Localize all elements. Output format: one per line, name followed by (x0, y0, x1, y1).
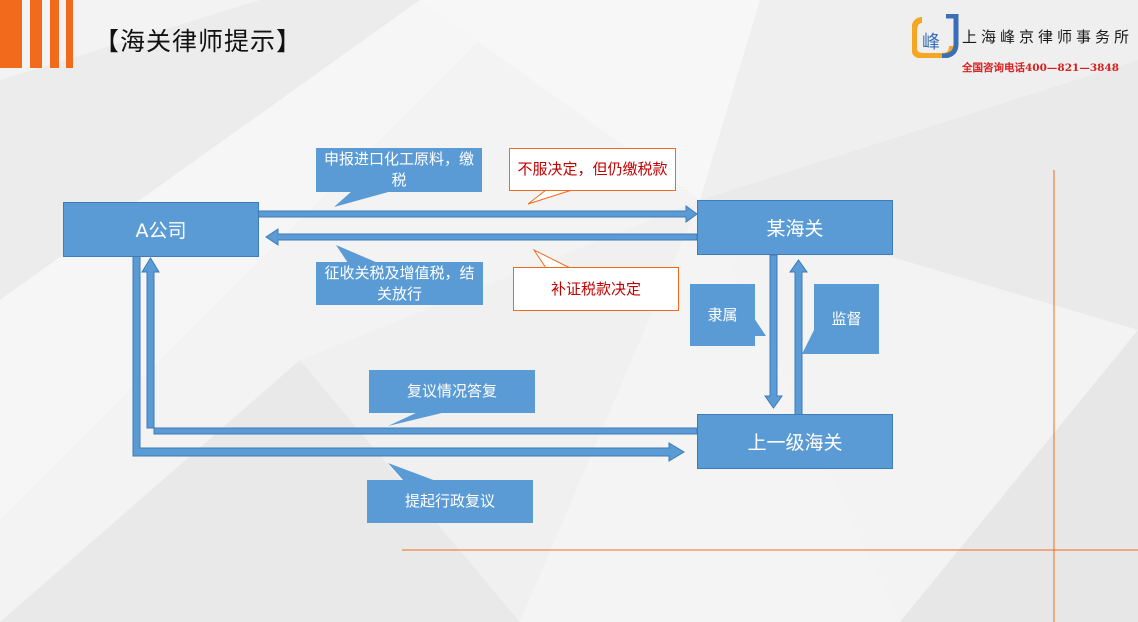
page-title: 【海关律师提示】 (94, 27, 303, 56)
logo-mark-text: 峰 (922, 32, 940, 53)
firm-name: 上海峰京律师事务所 (962, 28, 1134, 46)
header-bar-1 (0, 0, 22, 68)
node-company: A公司 (63, 202, 259, 257)
header-bar-4 (66, 0, 73, 68)
label-apply-review: 提起行政复议 (367, 480, 533, 523)
label-disagree-pay: 不服决定，但仍缴税款 (509, 148, 676, 191)
header-bar-3 (50, 0, 59, 68)
node-customs: 某海关 (697, 200, 893, 255)
firm-phone: 全国咨询电话400—821—3848 (962, 62, 1120, 74)
header-bar-2 (30, 0, 42, 68)
label-review-reply: 复议情况答复 (369, 370, 535, 413)
label-supplementary: 补证税款决定 (513, 267, 679, 311)
firm-logo-icon: 峰 (912, 14, 959, 58)
label-collect: 征收关税及增值税，结关放行 (316, 262, 483, 305)
label-supervise: 监督 (814, 284, 879, 354)
node-superior-customs: 上一级海关 (697, 414, 893, 469)
label-subordinate: 隶属 (690, 284, 755, 346)
label-declare: 申报进口化工原料，缴税 (316, 148, 482, 192)
